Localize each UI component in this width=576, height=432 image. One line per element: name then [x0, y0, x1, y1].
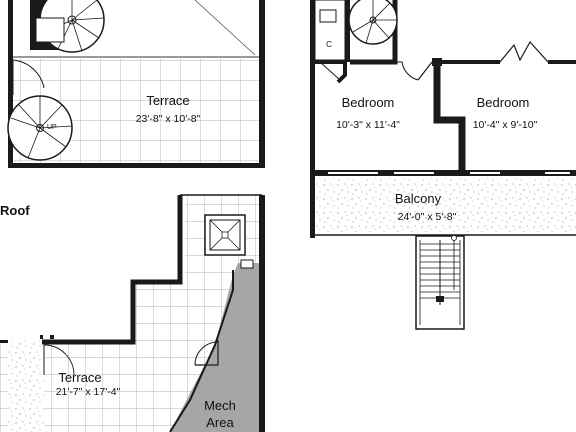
bedroom-right-dims: 10'-4" x 9'-10": [473, 119, 538, 131]
balcony-wall-left: [310, 176, 315, 238]
roof-terrace-floor: [0, 195, 262, 432]
closet-box: [319, 9, 337, 23]
roof-plan: Roof Terrace 21'-7" x 17'-4": [0, 194, 265, 432]
bedroom-left-dims: 10'-3" x 11'-4": [336, 119, 400, 131]
mech-area-fill: [170, 263, 262, 432]
bedroom-door-left: [395, 61, 419, 81]
spiral-stair-right: [345, 0, 398, 65]
bedroom-right-name: Bedroom: [477, 95, 530, 110]
balcony-name: Balcony: [395, 191, 442, 206]
terrace-roof-name: Terrace: [58, 370, 101, 385]
spiral-stair-top: [30, 0, 105, 53]
balcony-dims: 24'-0" x 5'-8": [398, 211, 457, 223]
wall-left: [8, 0, 13, 168]
door-swing: [12, 59, 45, 95]
closet: [314, 0, 346, 61]
balcony-glazing-wall: [310, 170, 576, 176]
bedroom-divider-wall: [433, 62, 466, 172]
stair-up-mark: UP: [47, 124, 57, 131]
spiral-stair-lower: UP: [7, 95, 73, 161]
closet-mark: C: [326, 40, 332, 49]
roof-door-swing: [43, 344, 75, 376]
terrace-upper-dims: 23'-8" x 10'-8": [136, 113, 201, 125]
terrace-roof-dims: 21'-7" x 17'-4": [56, 386, 121, 398]
balcony-floor: [315, 178, 576, 232]
roof-speckle-strip: [8, 340, 44, 432]
exterior-stair: [415, 235, 465, 330]
terrace-upper-name: Terrace: [146, 93, 189, 108]
angled-wall: [315, 60, 347, 84]
bifold-closet-door: [499, 40, 549, 63]
mech-door-swing: [194, 341, 219, 366]
upper-right-unit: C: [310, 0, 576, 330]
roof-hatch: [204, 214, 246, 256]
wall-right: [259, 0, 265, 168]
roof-stepped-wall: [42, 195, 183, 345]
roof-wall-right: [259, 195, 265, 432]
wall-bottom: [8, 163, 265, 168]
unit-wall-left: [310, 0, 315, 178]
roof-section-label: Roof: [0, 203, 30, 218]
upper-terrace-area: UP Terrace 23'-8" x 10'-8": [7, 0, 265, 168]
void-diagonal: [194, 0, 256, 56]
angled-wall-line: [319, 61, 341, 81]
mech-wall: [169, 270, 234, 432]
bedroom-left-name: Bedroom: [342, 95, 395, 110]
mech-name-line2: Area: [206, 415, 234, 430]
mech-name-line1: Mech: [204, 398, 236, 413]
